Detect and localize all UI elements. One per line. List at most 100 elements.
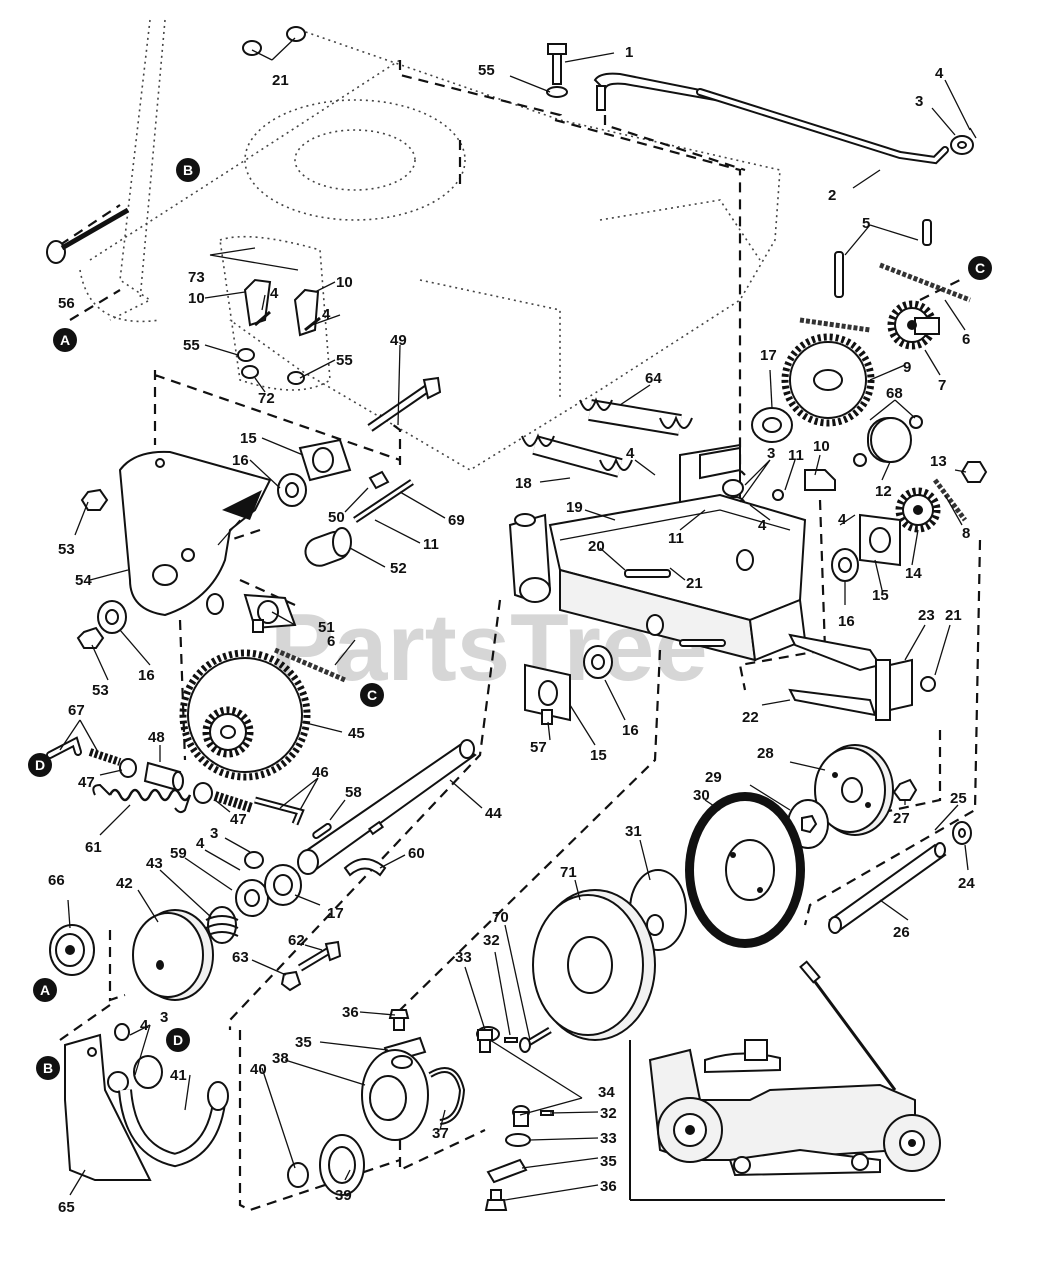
callout-44: 44 [485, 805, 502, 822]
key-47 [213, 791, 254, 813]
callout-38: 38 [272, 1050, 289, 1067]
callout-70: 70 [492, 909, 509, 926]
callout-64: 64 [645, 370, 662, 387]
sprocket-9 [781, 333, 875, 427]
tractor-inset-illustration [629, 960, 945, 1201]
callout-48: 48 [148, 729, 165, 746]
callout-52: 52 [390, 560, 407, 577]
links-10-left [243, 278, 321, 337]
callout-58: 58 [345, 784, 362, 801]
callout-55-right: 55 [336, 352, 353, 369]
callout-55-left: 55 [183, 337, 200, 354]
callout-10-left: 10 [188, 290, 205, 307]
callout-63: 63 [232, 949, 249, 966]
callout-19: 19 [566, 499, 583, 516]
retaining-ring-37 [428, 1067, 466, 1125]
marker-c-center: C [360, 683, 384, 707]
ghost-frame [79, 19, 781, 471]
pin-5-right [922, 219, 932, 246]
marker-d-lower: D [166, 1028, 190, 1052]
brake-band-41 [118, 1055, 229, 1168]
marker-a-top: A [53, 328, 77, 352]
callout-35-lower: 35 [600, 1153, 617, 1170]
callout-4-left-a: 4 [322, 306, 331, 323]
washer-3-mid [244, 851, 264, 869]
callout-10-right: 10 [813, 438, 830, 455]
callout-6-center: 6 [327, 633, 335, 650]
callout-42: 42 [116, 875, 133, 892]
callout-33-lower: 33 [600, 1130, 617, 1147]
nut-21-top [242, 26, 306, 56]
callout-4-lower: 4 [140, 1017, 149, 1034]
callout-15-center: 15 [590, 747, 607, 764]
svg-text:C: C [975, 260, 985, 276]
chain-6-upper-right [879, 262, 971, 303]
lift-arm-22 [788, 633, 936, 721]
callout-4-right-b: 4 [838, 511, 847, 528]
chain-6-upper-left [799, 317, 871, 333]
housing-38 [361, 1049, 429, 1141]
nut-27 [892, 778, 918, 801]
callout-53-lower: 53 [92, 682, 109, 699]
washer-4-lower [114, 1023, 130, 1041]
callout-13: 13 [930, 453, 947, 470]
callout-15-right: 15 [872, 587, 889, 604]
spacer-52 [304, 527, 352, 567]
callout-4-right-a: 4 [758, 517, 767, 534]
pin-32-upper [504, 1037, 518, 1043]
mounting-plate-54 [118, 450, 272, 617]
chain-6-lower [274, 647, 346, 683]
callout-62: 62 [288, 932, 305, 949]
bolt-57 [541, 709, 553, 725]
chain-8 [933, 478, 967, 522]
washer-59 [235, 879, 269, 917]
washers-55-72 [237, 348, 305, 385]
callout-21-top: 21 [272, 72, 289, 89]
washer-47-left [119, 758, 137, 778]
pin-5-left [834, 251, 844, 298]
callout-2: 2 [828, 187, 836, 204]
callout-3-lower: 3 [160, 1009, 168, 1026]
callout-26: 26 [893, 924, 910, 941]
callout-72: 72 [258, 390, 275, 407]
shaft-26 [828, 842, 947, 934]
callout-36-lower: 36 [600, 1178, 617, 1195]
svg-text:C: C [367, 687, 377, 703]
callout-20: 20 [588, 538, 605, 555]
callout-16-right: 16 [838, 613, 855, 630]
callout-71: 71 [560, 864, 577, 881]
callout-34: 34 [598, 1084, 615, 1101]
spacer-12 [853, 415, 923, 467]
callout-69: 69 [448, 512, 465, 529]
callout-31: 31 [625, 823, 642, 840]
callout-11-center: 11 [668, 530, 684, 547]
shaft-44 [297, 739, 477, 875]
callout-15-upper: 15 [240, 430, 257, 447]
callout-5: 5 [862, 215, 870, 232]
callout-59: 59 [170, 845, 187, 862]
callout-3-mid: 3 [210, 825, 218, 842]
callout-45: 45 [348, 725, 365, 742]
callout-4-center: 4 [626, 445, 635, 462]
bearing-17-upper [751, 407, 793, 443]
bolt-1 [546, 43, 568, 98]
callout-22: 22 [742, 709, 759, 726]
spring-18 [521, 433, 633, 478]
spring-43 [205, 906, 239, 944]
washer-33-lower [505, 1133, 531, 1147]
callout-14: 14 [905, 565, 922, 582]
pulley-42 [132, 909, 214, 1001]
nut-53-upper [80, 488, 109, 511]
callout-46: 46 [312, 764, 329, 781]
callout-labels: 1 2 3 4 5 6 7 8 9 10 10 10 11 11 11 12 1… [48, 44, 975, 1216]
callout-33-upper: 33 [455, 949, 472, 966]
svg-text:B: B [43, 1060, 53, 1076]
svg-text:A: A [40, 982, 50, 998]
callout-4: 4 [935, 65, 944, 82]
callout-4-mid: 4 [196, 835, 205, 852]
stud-34 [477, 1029, 493, 1053]
callout-16-center: 16 [622, 722, 639, 739]
bolt-49 [367, 376, 442, 432]
callout-8: 8 [962, 525, 970, 542]
